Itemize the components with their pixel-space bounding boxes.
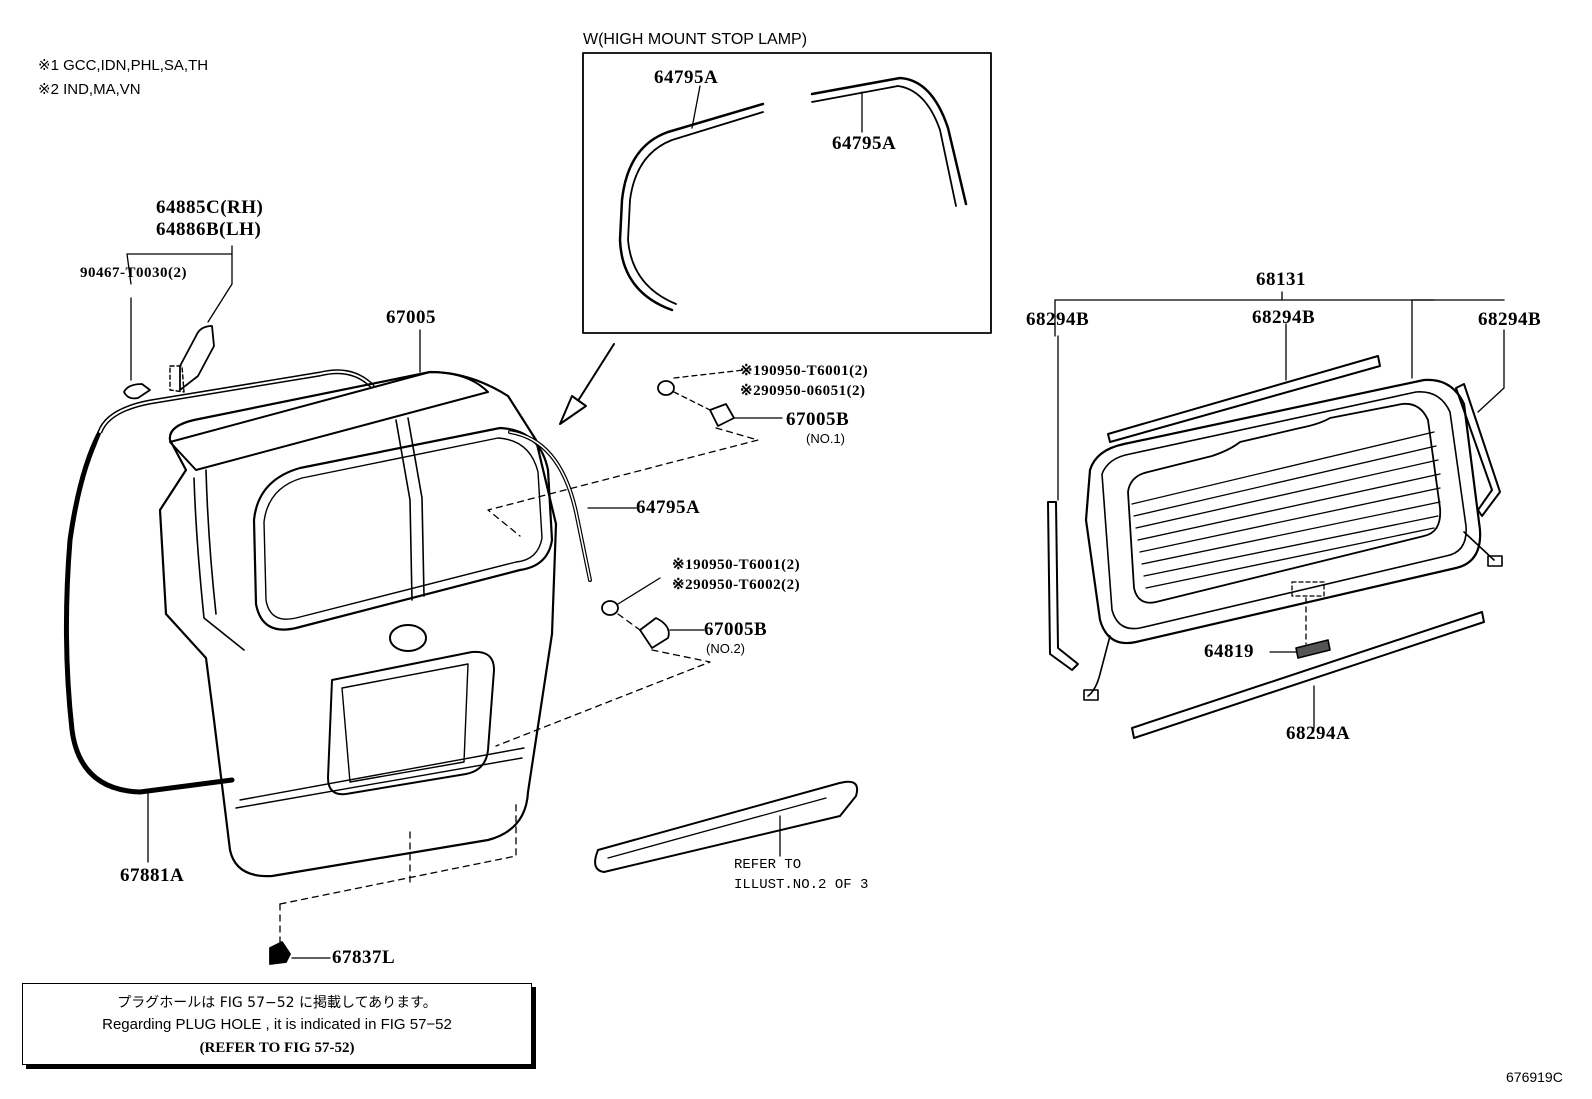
clip-90467 <box>123 383 151 400</box>
label-64886b: 64886B(LH) <box>156 219 262 240</box>
label-64819 <box>1295 639 1331 659</box>
plug-hole-note-box: プラグホールは FIG 57−52 に掲載してあります。 Regarding P… <box>22 983 532 1065</box>
license-plate-recess <box>327 650 495 796</box>
label-90467: 90467-T0030(2) <box>80 265 187 281</box>
spacer-68294b-left <box>1047 501 1079 671</box>
grommet-lower <box>601 600 619 616</box>
inset-title: W(HIGH MOUNT STOP LAMP) <box>583 31 808 48</box>
note-japanese: プラグホールは FIG 57−52 に掲載してあります。 <box>117 995 437 1011</box>
lower-garnish <box>594 780 858 873</box>
connector-right <box>1487 555 1503 567</box>
label-68294b-middle: 68294B <box>1252 307 1316 328</box>
inset-molding-left <box>618 102 765 312</box>
label-64819-marker <box>1291 581 1325 597</box>
label-refer-to: REFER TO <box>734 857 802 873</box>
inset-frame <box>582 52 992 334</box>
label-90950-t6001-lower: ※190950-T6001(2) <box>672 557 801 573</box>
label-inset-64795a-right: 64795A <box>832 133 897 154</box>
spacer-68294b-top <box>1107 355 1381 443</box>
defogger-lines <box>1131 431 1441 589</box>
label-illust-no: ILLUST.NO.2 OF 3 <box>734 877 869 893</box>
socket-upper <box>709 403 735 427</box>
spacer-68294b-right <box>1455 383 1501 517</box>
inset-molding-right <box>810 76 968 206</box>
label-64819: 64819 <box>1204 641 1254 662</box>
label-90950-t6001-upper: ※190950-T6001(2) <box>740 363 869 379</box>
label-67005b-upper: 67005B <box>786 409 850 430</box>
label-68294a: 68294A <box>1286 723 1351 744</box>
label-67837l: 67837L <box>332 947 396 968</box>
back-door-panel <box>158 370 558 878</box>
label-68131: 68131 <box>1256 269 1306 290</box>
label-no2: (NO.2) <box>706 641 745 656</box>
cushion-67837l <box>269 941 291 965</box>
note-reference: (REFER TO FIG 57-52) <box>199 1040 355 1056</box>
inset-arrow <box>575 343 615 405</box>
label-90950-06051: ※290950-06051(2) <box>740 383 866 399</box>
bracket-64885c <box>179 325 215 391</box>
figure-code: 676919C <box>1506 1069 1563 1085</box>
socket-lower <box>639 617 670 649</box>
back-glass-68131 <box>1084 378 1482 645</box>
label-67881a: 67881A <box>120 865 185 886</box>
connector-left <box>1083 689 1099 701</box>
label-90950-t6002: ※290950-T6002(2) <box>672 577 801 593</box>
emblem <box>389 624 427 652</box>
label-67005b-lower: 67005B <box>704 619 768 640</box>
label-68294b-left: 68294B <box>1026 309 1090 330</box>
label-64885c: 64885C(RH) <box>156 197 264 218</box>
label-68294b-right: 68294B <box>1478 309 1542 330</box>
grommet-upper <box>657 380 675 396</box>
label-inset-64795a-left: 64795A <box>654 67 719 88</box>
label-64795a: 64795A <box>636 497 701 518</box>
label-67005: 67005 <box>386 307 436 328</box>
door-window-opening <box>252 426 554 631</box>
note-2: ※2 IND,MA,VN <box>38 81 141 98</box>
note-english: Regarding PLUG HOLE , it is indicated in… <box>102 1016 452 1033</box>
label-no1: (NO.1) <box>806 431 845 446</box>
note-1: ※1 GCC,IDN,PHL,SA,TH <box>38 57 209 74</box>
spacer-68294a-bottom <box>1131 611 1485 739</box>
